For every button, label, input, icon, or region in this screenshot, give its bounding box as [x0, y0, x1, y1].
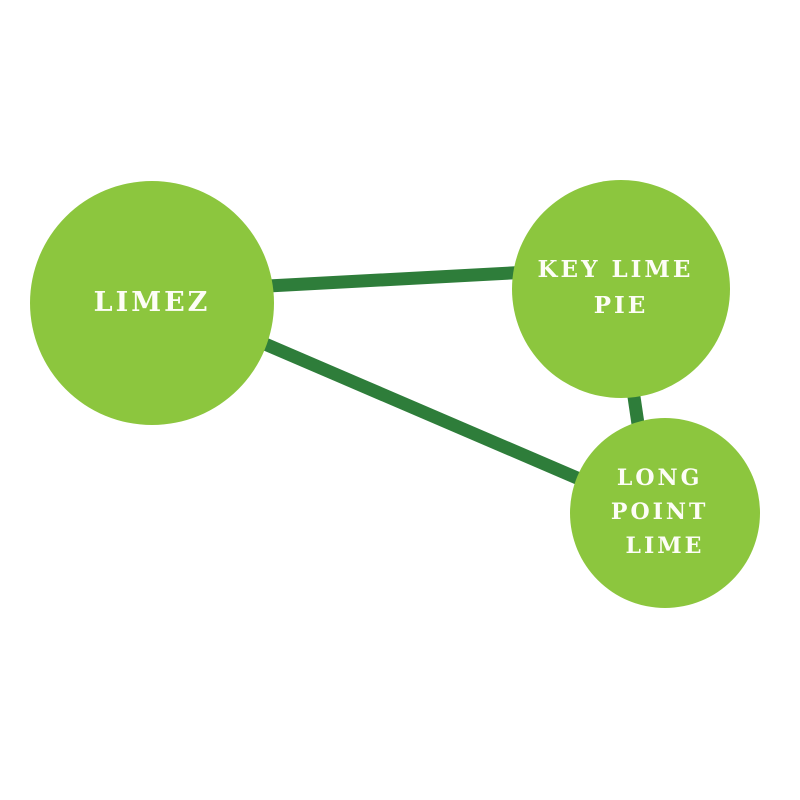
edge-limez-long-point-lime[interactable]	[255, 335, 601, 493]
node-key-lime-pie[interactable]: KEY LIME PIE	[512, 180, 730, 398]
node-label-line: LIMEZ	[94, 287, 211, 318]
node-limez[interactable]: LIMEZ	[30, 181, 274, 425]
edge-limez-key-lime-pie[interactable]	[267, 265, 531, 293]
node-circle-limez[interactable]	[30, 181, 274, 425]
node-label-limez: LIMEZ	[94, 287, 211, 318]
node-circle-key-lime-pie[interactable]	[512, 180, 730, 398]
node-label-long-point-lime: LONG POINT LIME	[611, 465, 719, 559]
node-label-line: POINT	[611, 499, 708, 525]
node-label-line: LONG	[617, 465, 703, 491]
node-circle-long-point-lime[interactable]	[570, 418, 760, 608]
node-label-line: LIME	[626, 533, 705, 559]
node-long-point-lime[interactable]: LONG POINT LIME	[570, 418, 760, 608]
node-layer: LIMEZ KEY LIME PIE LONG POINT LIME	[30, 180, 760, 608]
node-label-line: PIE	[594, 292, 649, 319]
node-label-key-lime-pie: KEY LIME PIE	[538, 256, 705, 319]
node-label-line: KEY LIME	[538, 256, 694, 283]
